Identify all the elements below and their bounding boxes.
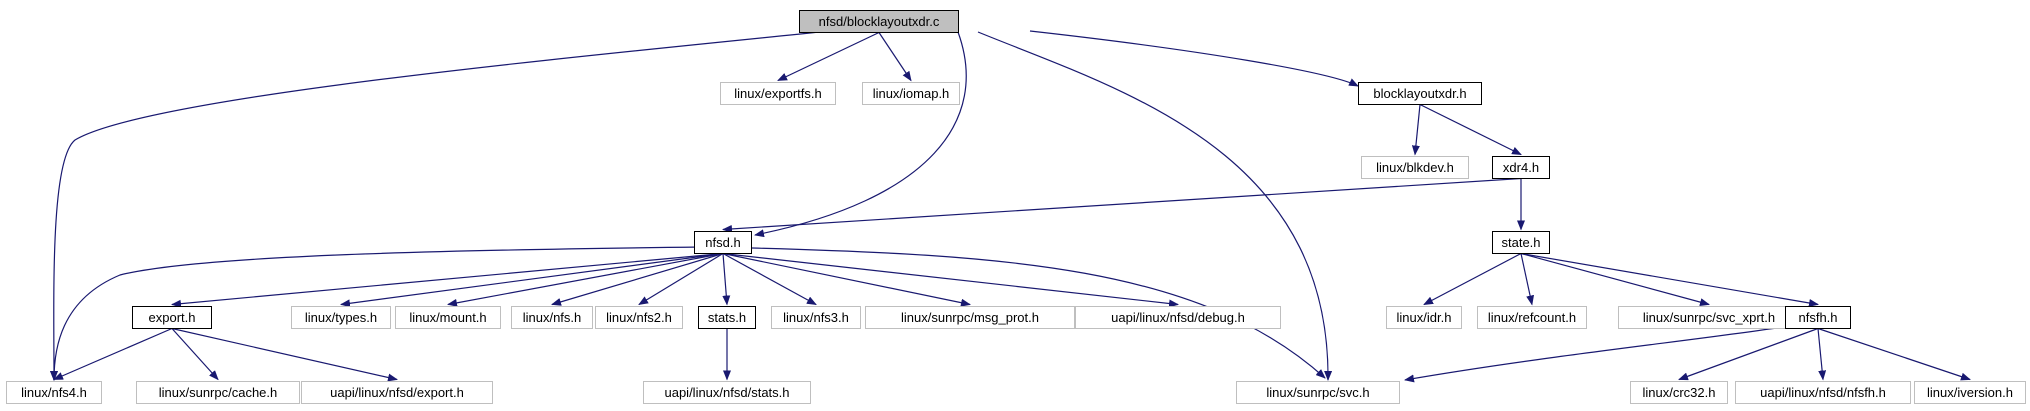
- node-xdr4[interactable]: xdr4.h: [1492, 155, 1550, 179]
- edge-nfsd-h-to-nfs3: [722, 252, 817, 306]
- node-idr: linux/idr.h: [1386, 305, 1462, 329]
- edge-state-to-svcxprt: [1520, 252, 1710, 307]
- node-iomap: linux/iomap.h: [862, 81, 960, 105]
- edge-root-to-nfs4: [49, 25, 879, 381]
- edge-nfsd-h-to-nfs: [551, 252, 724, 306]
- edge-nfsd-h-to-nfs2: [638, 252, 724, 306]
- node-nfs: linux/nfs.h: [511, 305, 593, 329]
- node-export[interactable]: export.h: [132, 305, 212, 329]
- edge-root-to-exportfs: [777, 31, 880, 82]
- node-ustats: uapi/linux/nfsd/stats.h: [643, 380, 811, 404]
- edge-nfsd-h-to-types: [340, 252, 724, 308]
- edge-nfsd-h-to-stats: [722, 253, 731, 306]
- edge-nfsd-h-to-export: [171, 252, 724, 308]
- node-blkdev: linux/blkdev.h: [1361, 155, 1469, 179]
- node-stats[interactable]: stats.h: [698, 305, 756, 329]
- edge-export-to-uexport: [171, 327, 398, 382]
- node-svcxprt: linux/sunrpc/svc_xprt.h: [1618, 305, 1800, 329]
- edge-root-to-iomap: [878, 32, 912, 82]
- node-msgprot: linux/sunrpc/msg_prot.h: [865, 305, 1075, 329]
- node-types: linux/types.h: [291, 305, 391, 329]
- edge-nfsd-h-to-nfs4: [50, 246, 703, 381]
- edge-blocklayoutxdr-h-to-blkdev: [1411, 104, 1421, 156]
- edge-root-to-svc: [977, 31, 1333, 381]
- node-uexport: uapi/linux/nfsd/export.h: [301, 380, 493, 404]
- node-state[interactable]: state.h: [1492, 230, 1550, 254]
- node-nfs3: linux/nfs3.h: [771, 305, 861, 329]
- node-root[interactable]: nfsd/blocklayoutxdr.c: [799, 9, 959, 33]
- node-nfsfh[interactable]: nfsfh.h: [1785, 305, 1851, 329]
- node-cache: linux/sunrpc/cache.h: [136, 380, 300, 404]
- edge-root-to-blocklayoutxdr-h: [1029, 30, 1359, 87]
- edge-nfsfh-to-crc32: [1678, 327, 1819, 381]
- edge-nfsfh-to-svc: [1404, 325, 1791, 383]
- node-unfsfh: uapi/linux/nfsd/nfsfh.h: [1735, 380, 1911, 404]
- edge-state-to-nfsfh: [1520, 252, 1819, 307]
- node-crc32: linux/crc32.h: [1630, 380, 1728, 404]
- edge-nfsd-h-to-debug: [722, 252, 1179, 308]
- edge-state-to-refcount: [1520, 253, 1535, 306]
- node-exportfs: linux/exportfs.h: [720, 81, 836, 105]
- edge-nfsfh-to-iversion: [1817, 327, 1971, 381]
- edge-root-to-nfsd-h: [754, 31, 967, 238]
- node-svc: linux/sunrpc/svc.h: [1236, 380, 1400, 404]
- node-nfs2: linux/nfs2.h: [595, 305, 683, 329]
- edge-nfsd-h-to-msgprot: [722, 252, 971, 307]
- edge-nfsfh-to-unfsfh: [1817, 328, 1827, 381]
- edge-nfsd-h-to-mount: [447, 252, 724, 307]
- edge-nfsd-h-to-svc: [751, 247, 1326, 379]
- node-blocklayoutxdr-h[interactable]: blocklayoutxdr.h: [1358, 81, 1482, 105]
- edge-export-to-nfs4: [53, 327, 173, 381]
- edge-export-to-cache: [171, 328, 219, 381]
- node-refcount: linux/refcount.h: [1477, 305, 1587, 329]
- node-debug: uapi/linux/nfsd/debug.h: [1075, 305, 1281, 329]
- node-nfsd-h[interactable]: nfsd.h: [694, 230, 752, 254]
- edge-xdr4-to-nfsd-h: [722, 177, 1522, 233]
- node-nfs4: linux/nfs4.h: [6, 380, 102, 404]
- node-iversion: linux/iversion.h: [1914, 380, 2026, 404]
- edge-blocklayoutxdr-h-to-xdr4: [1419, 103, 1522, 156]
- edge-state-to-idr: [1423, 252, 1522, 306]
- node-mount: linux/mount.h: [395, 305, 501, 329]
